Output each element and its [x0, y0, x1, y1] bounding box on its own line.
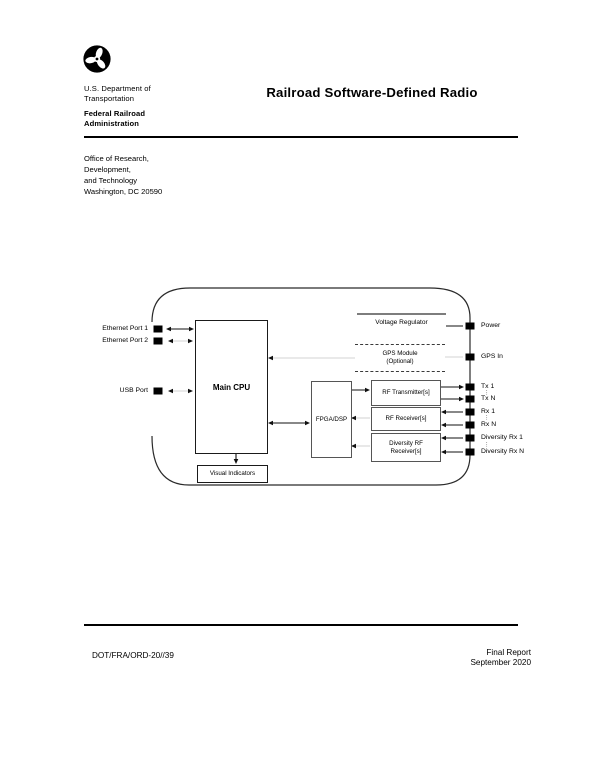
office-line1: Office of Research,	[84, 154, 149, 163]
office-line2: Development,	[84, 165, 131, 174]
us-dot-logo-icon	[83, 45, 111, 73]
department-line2: Transportation	[84, 94, 135, 103]
tx-ellipsis: ⋮	[484, 390, 490, 396]
gps-module-label-line1: GPS Module	[382, 350, 418, 358]
fpga-dsp-label: FPGA/DSP	[315, 415, 348, 423]
main-cpu-box: Main CPU	[195, 320, 268, 454]
label-ethernet-port-2: Ethernet Port 2	[102, 337, 148, 344]
label-gps-in: GPS In	[481, 353, 503, 360]
label-usb-port: USB Port	[119, 387, 148, 394]
rf-transmitter-label: RF Transmitter[s]	[382, 389, 430, 397]
agency-name: Federal Railroad Administration	[84, 109, 145, 129]
diversity-ellipsis: ⋮	[484, 442, 490, 448]
label-diversity-rx-n: Diversity Rx N	[481, 448, 525, 455]
visual-indicators-box: Visual Indicators	[197, 465, 268, 483]
voltage-regulator-box: Voltage Regulator	[357, 313, 446, 335]
diversity-rf-label-line2: Receiver[s]	[390, 447, 422, 455]
office-line3: and Technology	[84, 176, 138, 185]
department-name: U.S. Department of Transportation	[84, 84, 151, 104]
office-address-block: Office of Research, Development, and Tec…	[84, 153, 162, 197]
footer-rule	[84, 624, 518, 627]
label-rx-n: Rx N	[481, 421, 497, 428]
label-tx-n: Tx N	[481, 395, 496, 402]
fpga-dsp-box: FPGA/DSP	[311, 381, 352, 458]
header-rule	[84, 136, 518, 139]
office-line4: Washington, DC 20590	[84, 187, 163, 196]
label-tx-1: Tx 1	[481, 383, 495, 390]
visual-indicators-label: Visual Indicators	[209, 470, 256, 478]
voltage-regulator-label: Voltage Regulator	[375, 319, 428, 326]
label-power: Power	[481, 322, 501, 329]
report-type: Final Report	[486, 648, 531, 657]
rx-ellipsis: ⋮	[484, 415, 490, 421]
report-number: DOT/FRA/ORD-20//39	[92, 651, 174, 660]
rf-transmitter-box: RF Transmitter[s]	[371, 380, 441, 406]
gps-module-box: GPS Module (Optional)	[355, 344, 445, 372]
rf-receiver-label: RF Receiver[s]	[385, 415, 427, 423]
label-rx-1: Rx 1	[481, 408, 495, 415]
rf-receiver-box: RF Receiver[s]	[371, 407, 441, 431]
diversity-rf-receiver-box: Diversity RF Receiver[s]	[371, 433, 441, 462]
agency-line1: Federal Railroad	[84, 109, 146, 118]
report-date-block: Final Report September 2020	[380, 648, 531, 668]
label-ethernet-port-1: Ethernet Port 1	[102, 325, 148, 332]
page-title: Railroad Software-Defined Radio	[266, 85, 478, 100]
label-diversity-rx-1: Diversity Rx 1	[481, 434, 523, 441]
agency-line2: Administration	[84, 119, 139, 128]
department-line1: U.S. Department of	[84, 84, 151, 93]
report-date: September 2020	[470, 658, 531, 667]
diversity-rf-label-line1: Diversity RF	[389, 439, 423, 447]
gps-module-label-line2: (Optional)	[386, 358, 414, 365]
